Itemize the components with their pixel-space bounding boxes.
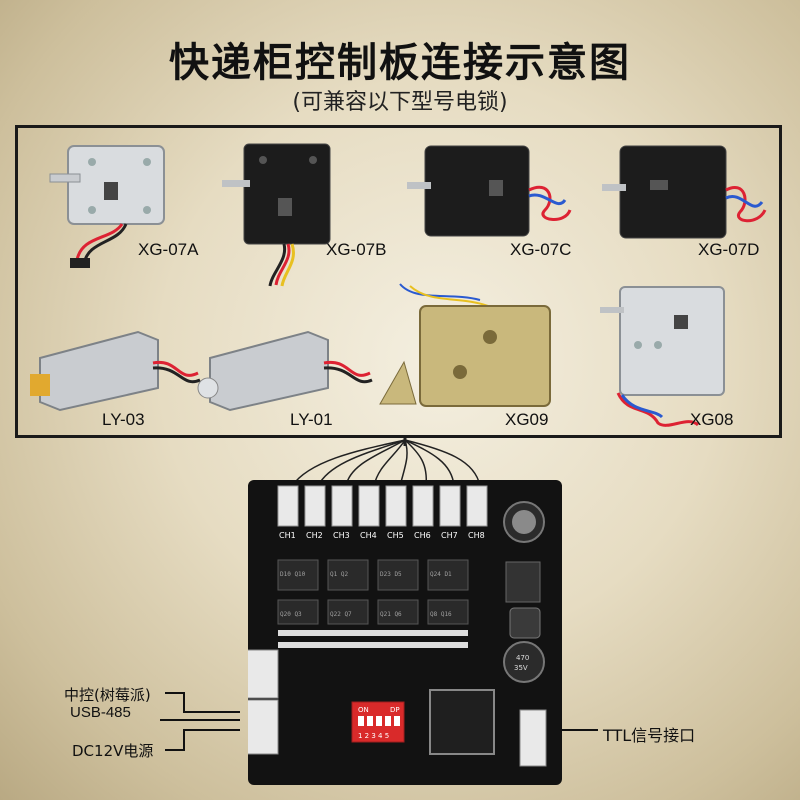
lock-label-xg07a: XG-07A [138, 240, 199, 259]
label-ttl: TTL信号接口 [603, 726, 696, 745]
channel-connector-2 [304, 485, 326, 527]
svg-text:D10 Q10: D10 Q10 [280, 571, 306, 578]
lock-label-ly01: LY-01 [290, 410, 333, 429]
control-board: CH1 CH2 CH3 CH4 CH5 CH6 CH7 CH8 D10 Q10 Q1 Q2 D2… [239, 480, 562, 785]
lock-label-xg07c: XG-07C [510, 240, 572, 259]
lock-image-xg07b [222, 143, 331, 287]
lock-label-xg07b: XG-07B [326, 240, 387, 259]
svg-text:Q21 Q6: Q21 Q6 [380, 611, 402, 618]
channel-connector-8 [466, 485, 488, 527]
label-dc-power: DC12V电源 [72, 742, 154, 760]
svg-text:DP: DP [390, 706, 400, 714]
channel-label-5: CH5 [387, 531, 404, 540]
cap-label: 470 [516, 654, 529, 662]
lock-image-ly03 [30, 330, 201, 412]
svg-text:ON: ON [358, 706, 369, 714]
lock-label-xg07d: XG-07D [698, 240, 760, 259]
svg-text:Q1 Q2: Q1 Q2 [330, 571, 348, 578]
svg-text:1 2 3 4 5: 1 2 3 4 5 [358, 732, 389, 740]
channel-connector-6 [412, 485, 434, 527]
svg-text:Q22 Q7: Q22 Q7 [330, 611, 352, 618]
channel-label-4: CH4 [360, 531, 377, 540]
lock-image-xg08 [600, 286, 725, 427]
lock-image-xg07c [407, 145, 572, 237]
svg-text:Q20 Q3: Q20 Q3 [280, 611, 302, 618]
channel-label-6: CH6 [414, 531, 431, 540]
label-usb485: USB-485 [70, 704, 131, 721]
svg-text:Q24 D1: Q24 D1 [430, 571, 452, 578]
lock-image-xg07a [49, 145, 165, 268]
lock-label-xg09: XG09 [505, 410, 549, 429]
channel-connector-4 [358, 485, 380, 527]
channel-connectors: CH1 CH2 CH3 CH4 CH5 CH6 CH7 CH8 [277, 485, 488, 540]
svg-text:35V: 35V [514, 664, 528, 672]
channel-label-3: CH3 [333, 531, 350, 540]
svg-text:Q8 Q16: Q8 Q16 [430, 611, 452, 618]
channel-connector-5 [385, 485, 407, 527]
lock-label-ly03: LY-03 [102, 410, 145, 429]
channel-connector-7 [439, 485, 461, 527]
lock-image-xg07d [602, 145, 767, 239]
channel-label-2: CH2 [306, 531, 323, 540]
lock-image-ly01 [197, 330, 373, 412]
board-graphic: CH1 CH2 CH3 CH4 CH5 CH6 CH7 CH8 D10 Q10 Q1 Q2 D2… [239, 485, 547, 767]
lock-label-xg08: XG08 [690, 410, 734, 429]
channel-label-7: CH7 [441, 531, 458, 540]
label-central-control: 中控(树莓派) [64, 686, 151, 704]
page-subtitle: (可兼容以下型号电锁) [292, 90, 508, 115]
lock-image-xg09 [379, 283, 551, 407]
page-title: 快递柜控制板连接示意图 [169, 40, 631, 86]
channel-connector-3 [331, 485, 353, 527]
channel-connector-1 [277, 485, 299, 527]
channel-label-1: CH1 [279, 531, 296, 540]
channel-label-8: CH8 [468, 531, 485, 540]
svg-text:D23 D5: D23 D5 [380, 571, 402, 578]
lock-models-frame [15, 125, 782, 438]
